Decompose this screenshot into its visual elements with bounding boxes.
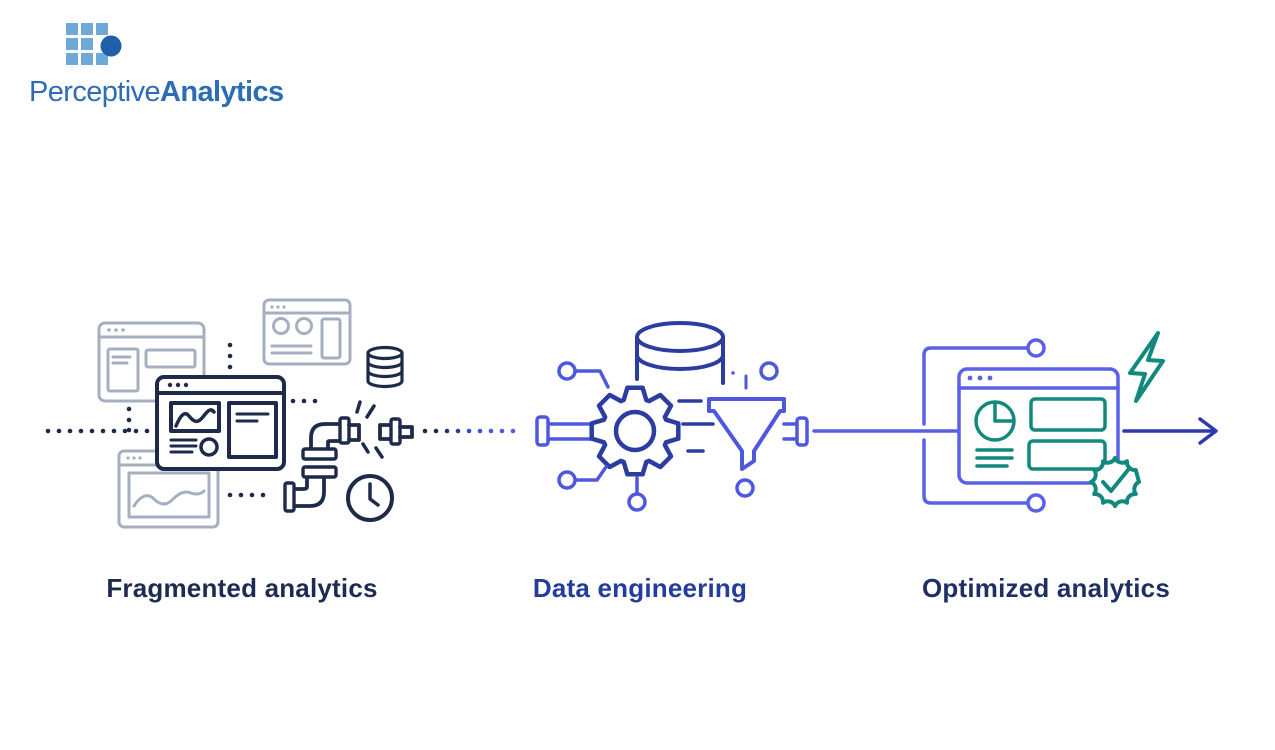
- database-icon: [366, 345, 404, 389]
- logo-brand-regular: Perceptive: [29, 76, 161, 108]
- dotted-line: [422, 428, 516, 434]
- drip-icon: [731, 371, 748, 390]
- logo-dot-icon: [100, 35, 122, 57]
- stage-fragmented-illustration: [45, 298, 414, 529]
- circuit-bracket-icon: [922, 338, 1046, 513]
- stage-optimized-illustration: [922, 331, 1165, 513]
- lightning-icon: [1128, 331, 1165, 403]
- broken-pipe-icon: [283, 400, 414, 513]
- pie-chart-icon: [974, 400, 1016, 442]
- panel-card-icon: [1027, 397, 1107, 471]
- browser-window-icon: [262, 298, 352, 366]
- logo-wordmark: PerceptiveAnalytics: [29, 76, 284, 109]
- database-icon: [635, 321, 725, 385]
- circuit-node-icon: [557, 361, 779, 512]
- logo-brand-bold: Analytics: [160, 76, 284, 108]
- stage-label-fragmented: Fragmented analytics: [106, 573, 378, 603]
- flow-arrow-icon: [1122, 417, 1218, 445]
- dashboard-window-icon: [155, 375, 286, 471]
- stage-label-engineering: Data engineering: [532, 573, 748, 603]
- clock-icon: [346, 474, 394, 522]
- funnel-icon: [707, 371, 786, 471]
- gear-icon: [589, 385, 681, 477]
- logo-grid-icon: [66, 23, 122, 65]
- check-badge-icon: [1089, 456, 1141, 508]
- text-lines-icon: [975, 448, 1014, 468]
- stage-engineering-illustration: [535, 321, 809, 512]
- dotted-line: [45, 342, 318, 498]
- pipe-endcap-icon: [782, 416, 809, 447]
- stage-label-optimized: Optimized analytics: [922, 573, 1170, 603]
- data-dash-lines: [677, 399, 715, 453]
- spark-icon: [355, 400, 384, 459]
